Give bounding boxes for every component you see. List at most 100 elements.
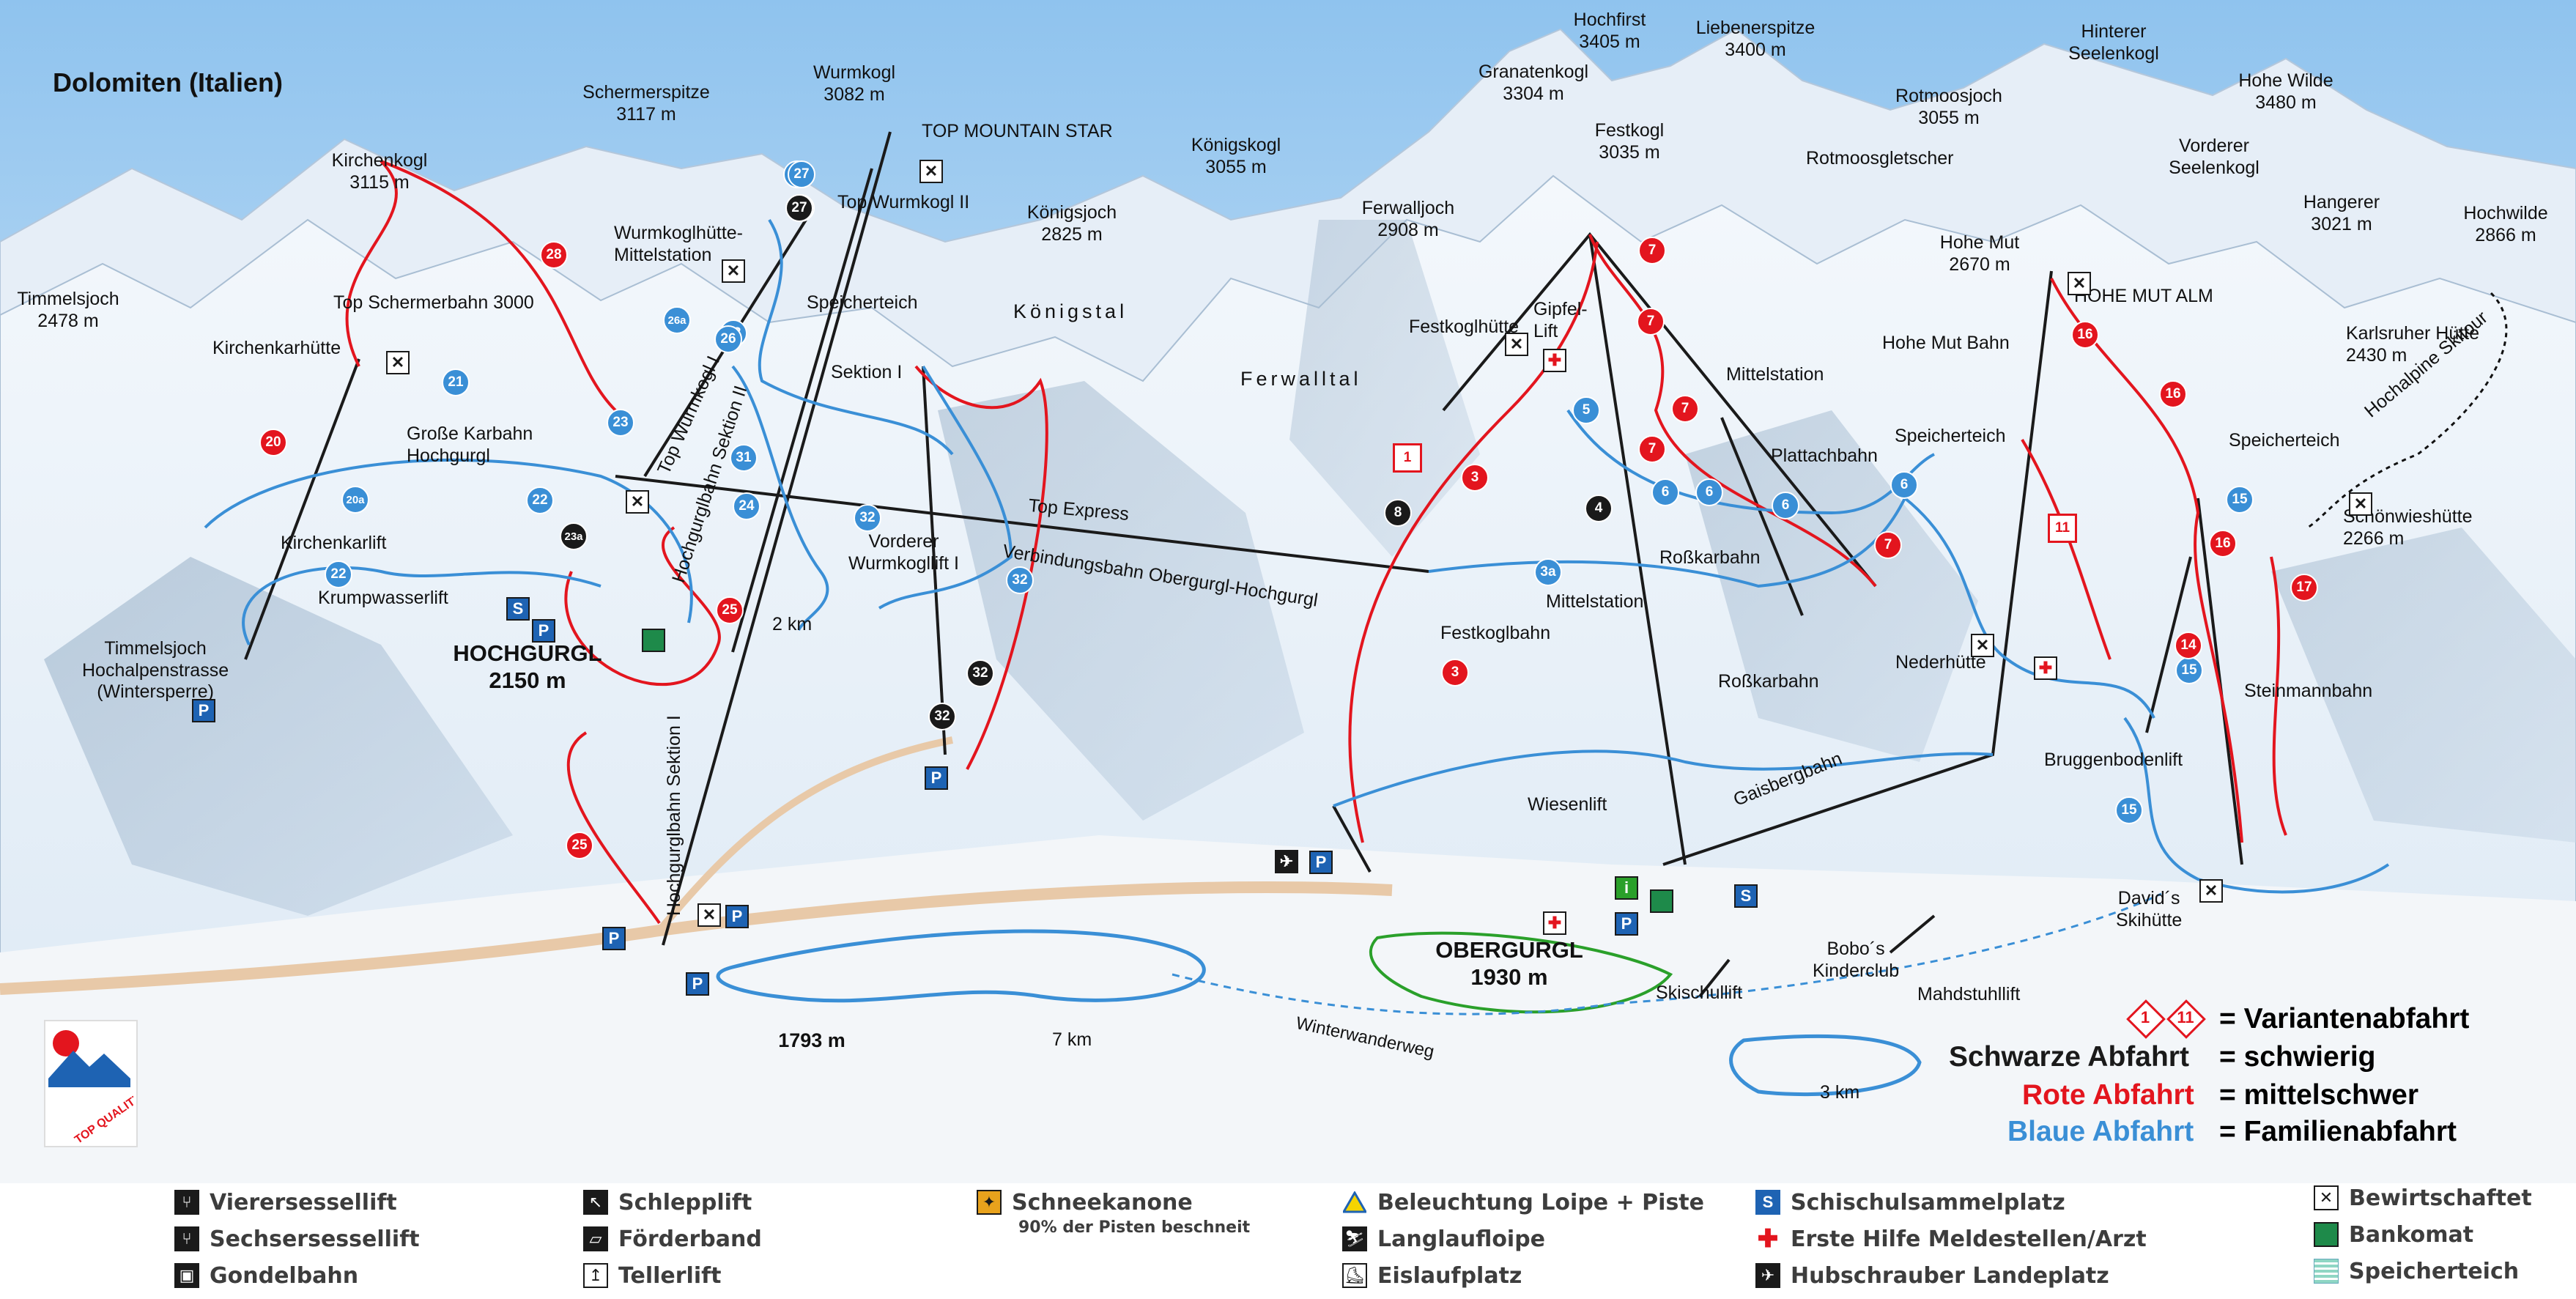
blue-run-badge: 15	[2226, 486, 2254, 514]
parking-icon: P	[925, 766, 948, 790]
red-run-badge: 25	[566, 832, 593, 859]
black-run-badge: 32	[966, 659, 994, 687]
label-top-schermerbahn: Top Schermerbahn 3000	[333, 292, 534, 313]
legend-erste-hilfe: ✚ Erste Hilfe Meldestellen/Arzt	[1755, 1224, 2147, 1254]
label-sektion-i: Sektion I	[831, 362, 903, 382]
red-run-badge: 20	[259, 429, 287, 456]
label-plattachbahn: Plattachbahn	[1771, 445, 1878, 466]
red-run-badge: 3	[1441, 659, 1469, 686]
label-speicherteich-c: Speicherteich	[2229, 430, 2340, 451]
ice-skating-icon: ⛸	[1342, 1263, 1367, 1288]
legend-gondelbahn: ▣ Gondelbahn	[174, 1261, 358, 1290]
black-run-badge: 8	[1384, 499, 1412, 527]
legend-eislaufplatz: ⛸ Eislaufplatz	[1342, 1261, 1522, 1290]
legend-schneekanone-sub: 90% der Pisten beschneit	[1018, 1218, 1251, 1237]
road-hochgurgl	[656, 736, 953, 933]
blue-run-badge: 32	[854, 504, 881, 532]
restaurant-icon: ✕	[697, 903, 721, 927]
label-rosskarbahn-b: Roßkarbahn	[1718, 671, 1819, 692]
atm-icon	[642, 629, 665, 652]
lighting-icon	[1342, 1190, 1367, 1215]
red-runs	[345, 160, 2287, 925]
ski-school-icon: S	[1734, 884, 1758, 908]
label-2km: 2 km	[772, 614, 813, 634]
label-mittelstation-b: Mittelstation	[1726, 364, 1824, 385]
legend-bankomat: Bankomat	[2314, 1220, 2473, 1249]
skitour-path	[2307, 292, 2508, 529]
region-title: Dolomiten (Italien)	[53, 67, 283, 97]
red-run-badge: 14	[2175, 632, 2202, 659]
legend-foerderband: ▱ Förderband	[583, 1224, 762, 1254]
legend-sechsersessellift: ⑂ Sechsersessellift	[174, 1224, 420, 1254]
black-run-badge: 4	[1585, 495, 1613, 522]
label-ferwalltal: Ferwalltal	[1240, 368, 1362, 390]
rock-shade-3	[1685, 410, 1978, 762]
label-bruggenbodenlift: Bruggenbodenlift	[2044, 750, 2183, 770]
ski-map: 2120a222223232626a243132322727566663a151…	[0, 0, 2576, 1183]
helicopter-icon: ✈	[1275, 850, 1298, 873]
ski-school-icon: S	[1755, 1190, 1780, 1215]
blue-run-badge: 26a	[663, 306, 691, 334]
legend-vierersessellift: ⑂ Vierersessellift	[174, 1188, 397, 1217]
svg-text:TOP QUALITY: TOP QUALITY	[73, 1091, 133, 1143]
rock-shade-1	[44, 557, 513, 916]
snow-cannon-icon: ✦	[977, 1190, 1002, 1215]
blue-run-badge: 15	[2115, 796, 2143, 824]
blue-run-badge: 21	[442, 369, 470, 396]
cross-country-icon: ⛷	[1342, 1226, 1367, 1251]
label-kirchenkarhuette: Kirchenkarhütte	[212, 338, 341, 358]
legend-speicherteich: Speicherteich	[2314, 1257, 2519, 1286]
red-run-badge: 7	[1874, 531, 1902, 559]
red-run-badge: 11	[2048, 514, 2077, 543]
platter-lift-icon: ↥	[583, 1263, 608, 1288]
legend-schneekanone: ✦ Schneekanone	[977, 1188, 1193, 1217]
legend-langlaufloipe: ⛷ Langlaufloipe	[1342, 1224, 1545, 1254]
label-kirchenkarlift: Kirchenkarlift	[281, 533, 387, 553]
label-speicherteich-b: Speicherteich	[1895, 426, 2006, 446]
label-hohe-mut-bahn: Hohe Mut Bahn	[1882, 333, 2010, 353]
label-top-wurmkogl-ii: Top Wurmkogl II	[837, 192, 970, 212]
restaurant-icon: ✕	[1505, 333, 1528, 356]
legend-beleuchtung: Beleuchtung Loipe + Piste	[1342, 1188, 1704, 1217]
restaurant-icon: ✕	[919, 160, 943, 183]
gondola-icon: ▣	[174, 1263, 199, 1288]
label-wiesenlift: Wiesenlift	[1528, 794, 1607, 815]
red-run-badge: 25	[716, 596, 744, 624]
atm-icon	[1650, 889, 1673, 913]
reservoir-icon	[2314, 1259, 2339, 1284]
label-gipfel-lift: Gipfel-Lift	[1533, 299, 1588, 341]
restaurant-icon: ✕	[386, 351, 410, 374]
quality-logo: TOP QUALITY	[44, 1020, 144, 1147]
restaurant-icon: ✕	[626, 490, 649, 514]
blue-run-name: Blaue Abfahrt	[2007, 1116, 2194, 1147]
blue-run-badge: 22	[325, 560, 352, 588]
label-mahdstuhllift: Mahdstuhllift	[1917, 984, 2021, 1004]
ski-map-artwork	[0, 0, 2576, 1183]
legend-hubschrauber: ✈ Hubschrauber Landeplatz	[1755, 1261, 2109, 1290]
black-run-badge: 27	[785, 194, 813, 222]
black-run-badge: 32	[928, 703, 956, 730]
label-koenigstal: Königstal	[1013, 300, 1128, 322]
label-krumpwasserlift: Krumpwasserlift	[318, 588, 448, 608]
label-hohe-mut-alm: HOHE MUT ALM	[2074, 286, 2213, 306]
red-run-badge: 7	[1637, 308, 1665, 336]
red-run-badge: 3	[1461, 464, 1489, 492]
red-run-badge: 16	[2209, 530, 2237, 558]
atm-icon	[2314, 1222, 2339, 1247]
legend-bewirtschaftet: ✕ Bewirtschaftet	[2314, 1183, 2532, 1213]
blue-run-badge: 6	[1890, 471, 1918, 499]
red-run-desc: = mittelschwer	[2219, 1079, 2419, 1111]
